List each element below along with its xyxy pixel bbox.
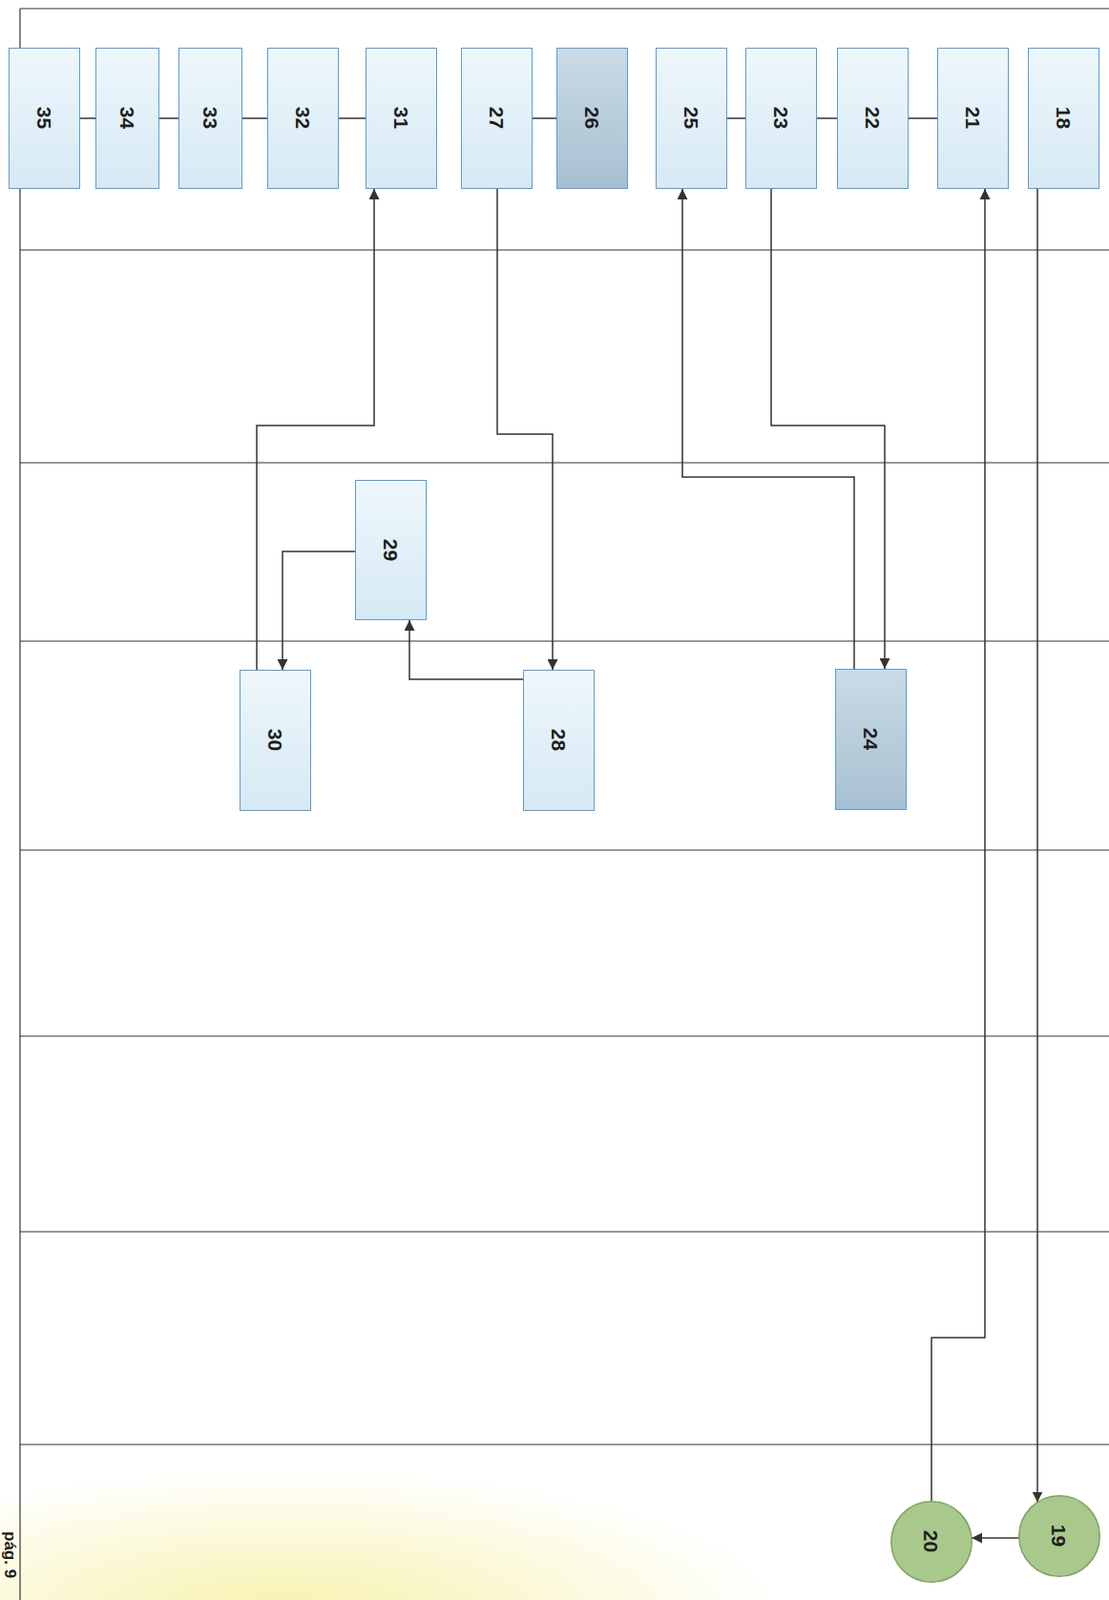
lane-lines	[20, 250, 1109, 1445]
page-number: pág. 9	[0, 1531, 20, 1579]
step-number: 31	[390, 106, 413, 129]
process-box: 28	[523, 669, 595, 812]
process-box: 26	[556, 47, 628, 189]
step-number: 30	[264, 729, 287, 752]
step-number: 27	[485, 106, 508, 129]
process-box: 31	[365, 47, 438, 189]
flow-connector	[159, 117, 179, 120]
flow-connector	[908, 117, 938, 120]
flow-connector	[80, 117, 96, 120]
process-box: 27	[460, 47, 533, 189]
process-box: 25	[655, 47, 728, 189]
flow-connector	[532, 117, 557, 120]
step-number: 23	[770, 106, 793, 129]
flow-connector	[338, 117, 366, 120]
step-number: 20	[920, 1530, 942, 1553]
flow-connector	[1036, 188, 1039, 1504]
step-number: 34	[116, 106, 139, 129]
flow-connector	[282, 551, 356, 670]
frame-line	[20, 7, 1109, 9]
process-box: 24	[835, 669, 907, 811]
frame-line	[19, 8, 21, 1600]
step-number: 26	[581, 106, 604, 129]
step-number: 33	[199, 106, 222, 129]
lane-line	[20, 1035, 1109, 1037]
flow-connector	[816, 117, 837, 120]
process-box: 23	[745, 47, 817, 189]
step-number: 24	[859, 728, 882, 751]
lane-line	[20, 640, 1109, 642]
lane-line	[20, 249, 1109, 251]
flow-connector	[409, 620, 524, 680]
process-box: 22	[836, 47, 909, 189]
process-box: 35	[8, 47, 81, 189]
flow-connector	[771, 188, 885, 670]
glow	[0, 1469, 783, 1600]
flow-connector	[497, 188, 553, 670]
step-number: 35	[33, 106, 56, 129]
process-box: 18	[1027, 47, 1100, 189]
step-number: 18	[1052, 106, 1075, 129]
flow-connector	[971, 1537, 1020, 1540]
process-box: 29	[355, 480, 427, 621]
flow-connector	[931, 188, 985, 1503]
process-box: 30	[239, 669, 312, 812]
lane-line	[20, 461, 1109, 463]
flow-connector	[242, 117, 268, 120]
step-number: 21	[962, 106, 984, 129]
flow-connector	[682, 188, 855, 670]
step-number: 32	[292, 106, 314, 129]
process-circle: 19	[1017, 1494, 1102, 1579]
step-number: 29	[379, 539, 402, 562]
circle-shape	[891, 1502, 972, 1583]
process-box: 21	[937, 47, 1009, 189]
flow-connector	[727, 117, 746, 120]
lane-line	[20, 1443, 1109, 1445]
process-box: 33	[178, 47, 243, 189]
process-box: 32	[267, 47, 339, 189]
step-number: 19	[1047, 1525, 1070, 1548]
process-box: 34	[95, 47, 160, 189]
step-number: 28	[547, 729, 570, 752]
process-circle: 20	[889, 1500, 974, 1585]
lane-line	[20, 849, 1109, 851]
circle-shape	[1019, 1496, 1100, 1577]
lane-line	[20, 1231, 1109, 1233]
step-number: 25	[680, 106, 703, 129]
step-number: 22	[861, 106, 884, 129]
